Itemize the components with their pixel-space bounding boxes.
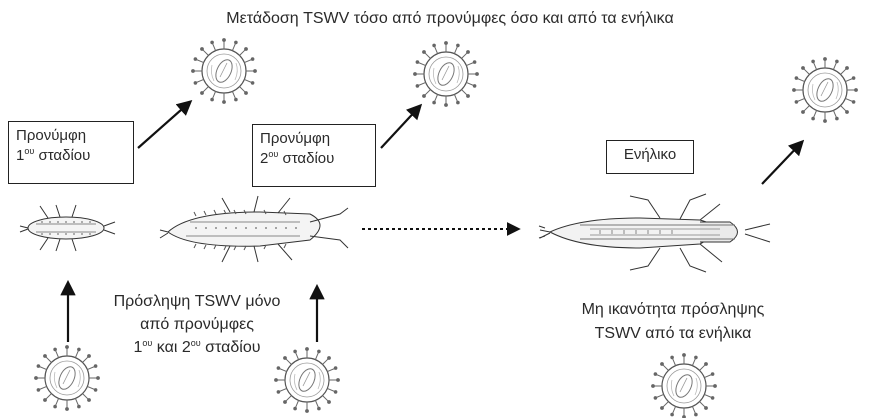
- thrips-adult-icon: [539, 194, 770, 272]
- adult-box: Ενήλικο: [606, 140, 694, 174]
- box-line1: Προνύμφη: [260, 129, 368, 149]
- adult-note-text: Μη ικανότητα πρόσληψης TSWV από τα ενήλι…: [555, 298, 791, 346]
- arrow-icon: [138, 102, 190, 148]
- virus-icon: [652, 354, 717, 418]
- box-line2: 2ου σταδίου: [260, 149, 368, 169]
- box-line1: Προνύμφη: [16, 126, 126, 146]
- virus-icon: [793, 58, 858, 123]
- diagram-title: Μετάδοση TSWV τόσο από προνύμφες όσο και…: [150, 9, 750, 29]
- virus-icon: [35, 346, 100, 411]
- thrips-larva-icon: [20, 205, 115, 251]
- arrow-icon: [381, 106, 420, 148]
- larva-stage2-box: Προνύμφη 2ου σταδίου: [252, 124, 376, 187]
- larvae-acquisition-text: Πρόσληψη TSWV μόνο από προνύμφες 1ου και…: [92, 290, 302, 359]
- larva-stage1-box: Προνύμφη 1ου σταδίου: [8, 121, 134, 184]
- thrips-larva-icon: [160, 196, 348, 262]
- virus-icon: [192, 39, 257, 104]
- virus-icon: [414, 42, 479, 107]
- arrow-icon: [762, 142, 802, 184]
- box-line2: 1ου σταδίου: [16, 146, 126, 166]
